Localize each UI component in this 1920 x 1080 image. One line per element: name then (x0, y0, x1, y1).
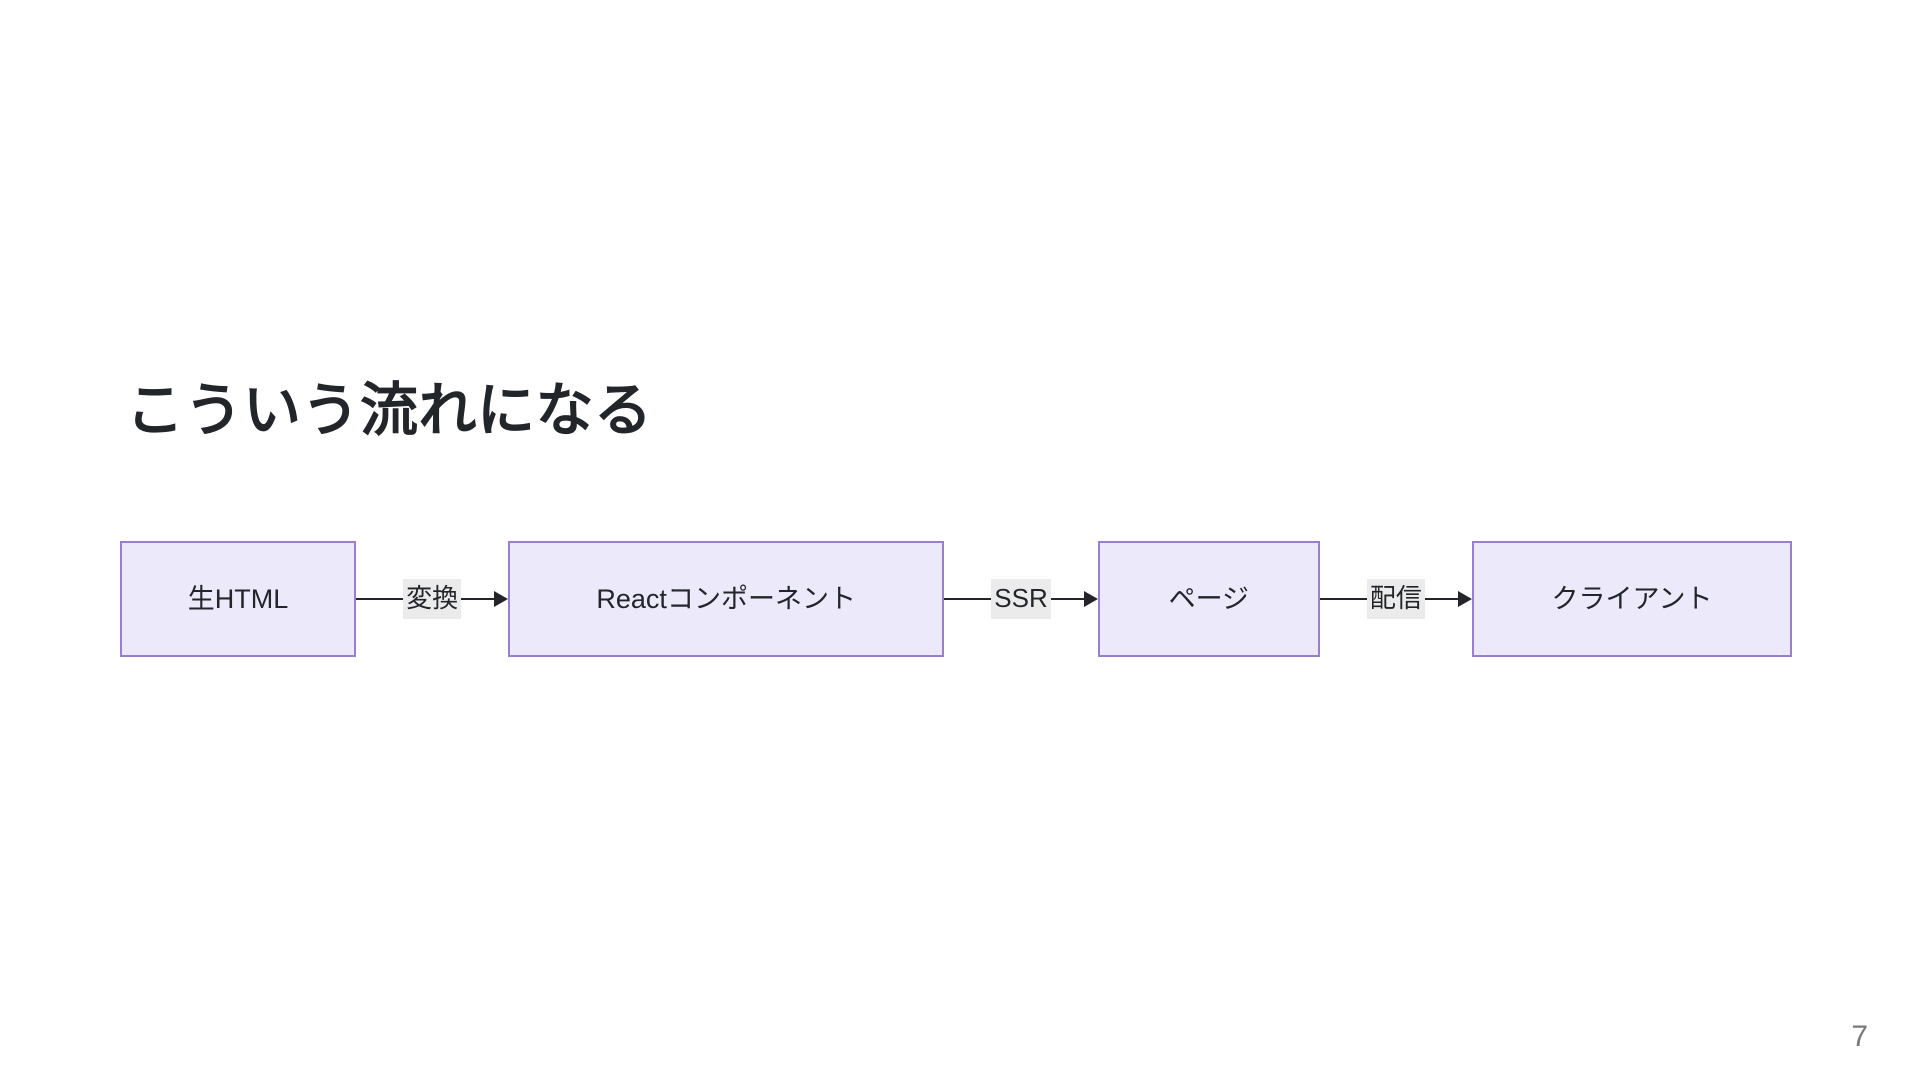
flow-edge-raw-html-to-react-component: 変換 (356, 541, 509, 657)
flow-node-react-component[interactable]: Reactコンポーネント (508, 541, 945, 657)
page-title: こういう流れになる (126, 378, 653, 443)
flow-node-label: Reactコンポーネント (596, 583, 856, 614)
page-number: 7 (1851, 1020, 1868, 1053)
flow-node-raw-html[interactable]: 生HTML (120, 541, 356, 657)
arrow-right-icon (1083, 591, 1098, 607)
flow-node-label: クライアント (1551, 583, 1713, 614)
flow-edge-label: 変換 (403, 579, 462, 619)
arrow-right-icon (494, 591, 509, 607)
flow-node-client[interactable]: クライアント (1472, 541, 1793, 657)
flow-edge-label: 配信 (1366, 579, 1425, 619)
flow-node-label: ページ (1168, 583, 1250, 614)
flow-edge-react-component-to-page: SSR (944, 541, 1098, 657)
flow-diagram: 生HTML 変換 Reactコンポーネント SSR ページ 配信 クライアント (120, 541, 1793, 657)
flow-node-label: 生HTML (187, 583, 289, 614)
flow-node-page[interactable]: ページ (1097, 541, 1320, 657)
flow-edge-label: SSR (991, 579, 1051, 619)
flow-edge-page-to-client: 配信 (1319, 541, 1473, 657)
arrow-right-icon (1458, 591, 1473, 607)
